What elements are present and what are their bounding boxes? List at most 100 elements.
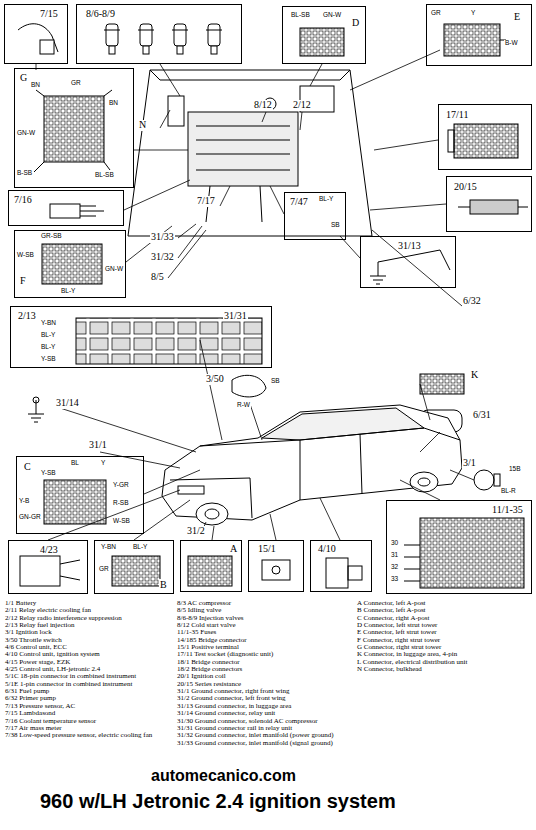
line-art bbox=[300, 434, 362, 500]
callout-number: 11/1-35 bbox=[491, 504, 524, 515]
connector-a bbox=[188, 556, 232, 586]
inset-frame: 8/6-8/9 bbox=[76, 4, 242, 64]
legend-entry: 18/1 Bridge connector bbox=[176, 659, 354, 666]
line-art bbox=[418, 478, 430, 486]
wire-code: GN-W bbox=[322, 12, 342, 19]
legend-entry: 17/11 Test socket (diagnostic unit) bbox=[176, 651, 354, 658]
line-art bbox=[410, 472, 438, 492]
wire-code: R-SB bbox=[112, 500, 130, 507]
legend-entry: 7/15 Lambdasond bbox=[4, 710, 174, 717]
line-art bbox=[188, 112, 298, 186]
line-art bbox=[450, 470, 474, 480]
wire-code: GN-W bbox=[104, 266, 124, 273]
callout-number: 3/1 bbox=[462, 458, 477, 469]
line-art bbox=[80, 206, 104, 216]
legend-entry: 2/12 Relay radio interference suppressio… bbox=[4, 615, 174, 622]
legend-entry: L Connector, electrical distribution uni… bbox=[356, 659, 534, 666]
test-socket bbox=[448, 124, 518, 158]
line-art bbox=[374, 140, 438, 150]
line-art bbox=[42, 244, 102, 284]
legend-entry: 31/2 Ground connector, left front wing bbox=[176, 695, 354, 702]
inset-frame: 7/15 bbox=[4, 4, 68, 64]
wire-code: BN bbox=[108, 100, 119, 107]
callout-number: C bbox=[23, 461, 32, 472]
legend-entry: 8/6-8/9 Injection valves bbox=[176, 615, 354, 622]
inset-frame: 17/11 bbox=[438, 104, 532, 170]
legend-entry: 7/38 Low-speed pressure sensor, electric… bbox=[4, 732, 174, 739]
diagram-title: 960 w/LH Jetronic 2.4 ignition system bbox=[40, 790, 396, 813]
line-art bbox=[370, 262, 386, 284]
wire-code: Y-B bbox=[18, 498, 30, 505]
line-art bbox=[60, 408, 196, 452]
line-art bbox=[420, 384, 430, 420]
legend-entry: 3/1 Ignition lock bbox=[4, 629, 174, 636]
callout-number: 7/47 bbox=[289, 196, 309, 207]
wire-code: GR-SB bbox=[40, 233, 63, 240]
callout-number: F bbox=[19, 275, 27, 286]
wire-code: BL-Y bbox=[318, 196, 334, 203]
car-body bbox=[162, 405, 462, 525]
line-art bbox=[370, 204, 446, 210]
legend-entry: 5/1C 18-pin connector in combined instru… bbox=[4, 673, 174, 680]
legend-entry: 7/13 Pressure sensor, AC bbox=[4, 703, 174, 710]
inset-frame: 31/13 bbox=[360, 236, 456, 288]
inset-frame: 4/10 bbox=[310, 540, 372, 592]
callout-number: 2/12 bbox=[292, 100, 312, 111]
connector-e bbox=[444, 24, 506, 56]
legend-entry: 4/10 Control unit, ignition system bbox=[4, 651, 174, 658]
callout-number: 2/13 bbox=[17, 310, 37, 321]
wire-code: Y-BN bbox=[100, 544, 117, 551]
callout-number: K bbox=[470, 370, 479, 381]
line-art bbox=[262, 408, 424, 440]
wire-code: BN bbox=[30, 82, 41, 89]
wire-code: BL-Y bbox=[40, 344, 56, 351]
legend-entry: 20/15 Series resistance bbox=[176, 681, 354, 688]
line-art bbox=[128, 70, 372, 236]
line-art bbox=[150, 70, 350, 80]
callout-number: N bbox=[138, 120, 147, 131]
wire-code: GR bbox=[98, 566, 110, 573]
callout-number: 31/14 bbox=[55, 398, 80, 409]
connector-c bbox=[44, 480, 106, 524]
wire-code: 30 bbox=[390, 540, 399, 547]
callout-number: 3/50 bbox=[205, 374, 225, 385]
legend-entry: 11/1-35 Fuses bbox=[176, 629, 354, 636]
line-art bbox=[262, 112, 266, 122]
callout-number: 20/15 bbox=[453, 181, 478, 192]
line-art bbox=[320, 498, 340, 540]
line-art bbox=[34, 90, 112, 172]
line-art bbox=[205, 509, 219, 519]
ignition-control-unit bbox=[326, 558, 362, 588]
line-art bbox=[40, 40, 54, 54]
callout-number: 15/1 bbox=[257, 543, 277, 554]
callout-number: E bbox=[513, 11, 521, 22]
line-art bbox=[270, 514, 276, 540]
line-art bbox=[138, 24, 154, 54]
wire-code: BL-Y bbox=[60, 288, 76, 295]
ignition-lock bbox=[474, 470, 500, 490]
legend-entry: 8/5 Idling valve bbox=[176, 607, 354, 614]
line-art bbox=[144, 470, 200, 494]
control-unit-423 bbox=[20, 556, 80, 586]
inset-frame: 20/15 bbox=[446, 176, 532, 232]
legend-entry: E Connector, left strut tower bbox=[356, 629, 534, 636]
legend-entry: A Connector, left A-post bbox=[356, 600, 534, 607]
line-art bbox=[48, 490, 180, 540]
line-art bbox=[104, 24, 120, 54]
line-art bbox=[372, 230, 462, 306]
line-art bbox=[134, 150, 188, 151]
wire-code: SB bbox=[270, 378, 281, 385]
callout-number: 31/33 bbox=[150, 232, 175, 243]
wire-code: GR bbox=[70, 80, 82, 87]
legend-entry: 15/1 Positive terminal bbox=[176, 644, 354, 651]
line-art bbox=[168, 96, 184, 126]
connector-k bbox=[420, 374, 464, 394]
legend-entry: 4/15 Power stage, EZK bbox=[4, 659, 174, 666]
legend-entry: 18/2 Bridge connectors bbox=[176, 666, 354, 673]
callout-number: 31/32 bbox=[150, 252, 175, 263]
line-art bbox=[300, 112, 302, 130]
wire-code: 15B bbox=[508, 466, 522, 473]
line-art bbox=[220, 186, 230, 206]
wire-code: BL bbox=[70, 460, 80, 467]
